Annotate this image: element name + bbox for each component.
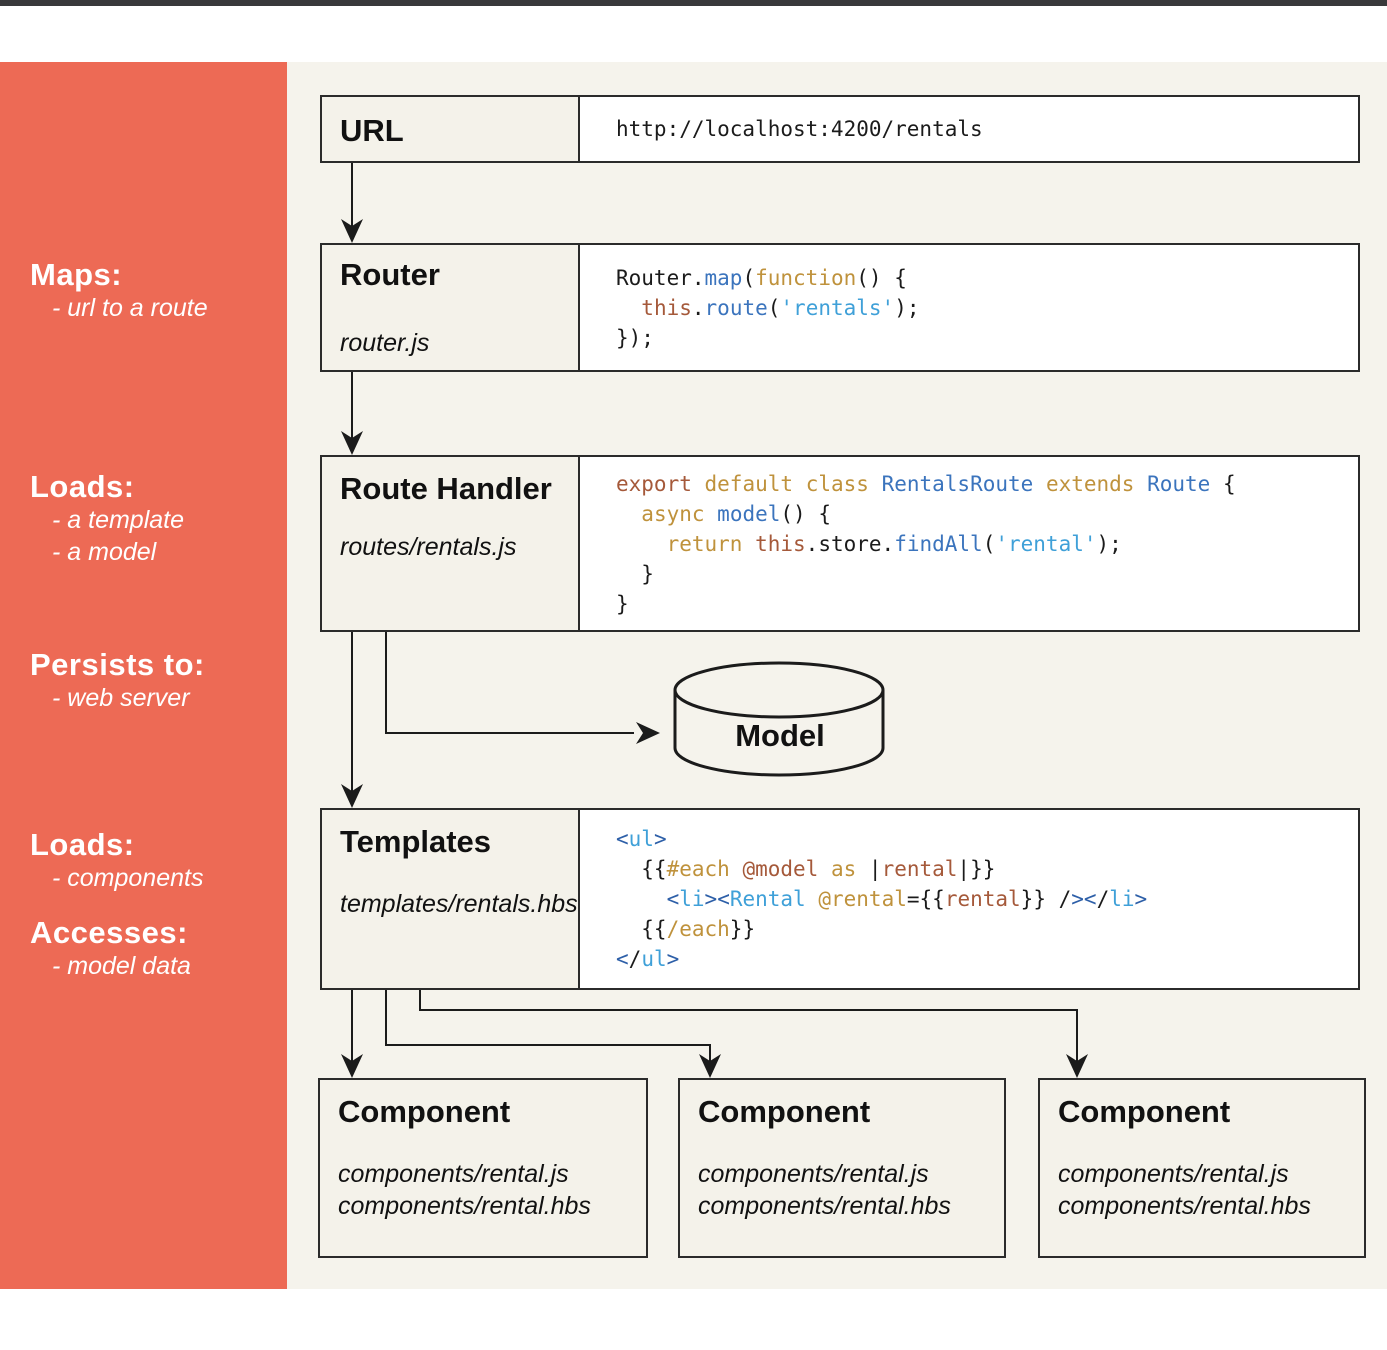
note-item: - web server: [52, 684, 190, 712]
templates-box-title: Templates: [340, 824, 492, 859]
note-heading: Loads:: [30, 469, 135, 504]
component-file: components/rental.js: [338, 1160, 569, 1188]
component-box-3: Component components/rental.js component…: [1038, 1078, 1366, 1258]
templates-box-label-cell: Templates templates/rentals.hbs: [322, 810, 580, 988]
annotation-sidebar: [0, 62, 287, 1289]
component-file: components/rental.hbs: [1058, 1192, 1311, 1220]
url-box-code-cell: http://localhost:4200/rentals: [580, 97, 1358, 161]
note-heading: Persists to:: [30, 647, 205, 682]
component-file: components/rental.hbs: [338, 1192, 591, 1220]
note-maps: Maps: - url to a route: [30, 258, 280, 324]
model-cylinder-title: Model: [735, 718, 825, 753]
component-box-files: components/rental.js components/rental.h…: [338, 1158, 591, 1222]
note-heading: Maps:: [30, 257, 123, 292]
note-item: - model data: [52, 952, 191, 980]
note-heading: Loads:: [30, 827, 135, 862]
component-box-files: components/rental.js components/rental.h…: [698, 1158, 951, 1222]
component-box-1: Component components/rental.js component…: [318, 1078, 648, 1258]
url-box-label-cell: URL: [322, 97, 580, 161]
note-accesses: Accesses: - model data: [30, 916, 280, 982]
templates-box-file: templates/rentals.hbs: [340, 890, 578, 918]
component-file: components/rental.js: [698, 1160, 929, 1188]
url-code: http://localhost:4200/rentals: [616, 117, 983, 141]
route-handler-box-title: Route Handler: [340, 471, 552, 506]
component-box-files: components/rental.js components/rental.h…: [1058, 1158, 1311, 1222]
templates-code: <ul> {{#each @model as |rental|}} <li><R…: [616, 827, 1148, 971]
router-code: Router.map(function() { this.route('rent…: [616, 265, 920, 350]
url-box: URL http://localhost:4200/rentals: [320, 95, 1360, 163]
note-loads-components: Loads: - components: [30, 828, 280, 894]
router-box-title: Router: [340, 257, 440, 292]
route-handler-box-label-cell: Route Handler routes/rentals.js: [322, 457, 580, 630]
route-handler-box-file: routes/rentals.js: [340, 533, 517, 561]
note-item: - a template: [52, 506, 185, 534]
component-box-title: Component: [698, 1094, 871, 1129]
component-file: components/rental.hbs: [698, 1192, 951, 1220]
router-box-code-cell: Router.map(function() { this.route('rent…: [580, 245, 1358, 370]
note-loads-template: Loads: - a template - a model: [30, 470, 280, 568]
component-box-2: Component components/rental.js component…: [678, 1078, 1006, 1258]
component-file: components/rental.js: [1058, 1160, 1289, 1188]
url-box-title: URL: [340, 113, 404, 148]
note-heading: Accesses:: [30, 915, 188, 950]
templates-box: Templates templates/rentals.hbs <ul> {{#…: [320, 808, 1360, 990]
note-item: - components: [52, 864, 204, 892]
window-top-bar: [0, 0, 1387, 6]
note-item: - url to a route: [52, 294, 208, 322]
router-box: Router router.js Router.map(function() {…: [320, 243, 1360, 372]
route-handler-code: export default class RentalsRoute extend…: [616, 471, 1236, 616]
router-box-label-cell: Router router.js: [322, 245, 580, 370]
router-box-file: router.js: [340, 329, 430, 357]
route-handler-box: Route Handler routes/rentals.js export d…: [320, 455, 1360, 632]
component-box-title: Component: [1058, 1094, 1231, 1129]
route-handler-box-code-cell: export default class RentalsRoute extend…: [580, 457, 1358, 630]
note-item: - a model: [52, 538, 157, 566]
component-box-title: Component: [338, 1094, 511, 1129]
templates-box-code-cell: <ul> {{#each @model as |rental|}} <li><R…: [580, 810, 1358, 988]
note-persists: Persists to: - web server: [30, 648, 280, 714]
